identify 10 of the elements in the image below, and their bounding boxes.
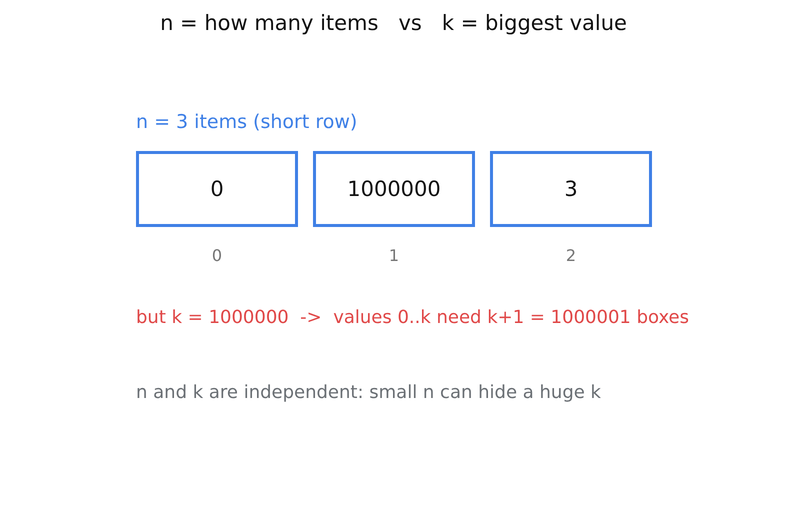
index-label: 1 — [388, 246, 400, 266]
array-slot: 1000000 — [313, 151, 475, 227]
section-heading: n = 3 items (short row) — [136, 111, 358, 134]
warning-note: but k = 1000000 -> values 0..k need k+1 = 1000001 boxes — [136, 307, 690, 329]
index-label: 2 — [566, 246, 576, 266]
index-label: 0 — [212, 246, 222, 266]
diagram-title: n = how many items vs k = biggest value — [159, 11, 628, 36]
array-slot: 3 — [490, 151, 652, 227]
note-text: n and k are independent: small n can hide a huge k — [136, 382, 601, 404]
array-slot: 0 — [136, 151, 298, 227]
